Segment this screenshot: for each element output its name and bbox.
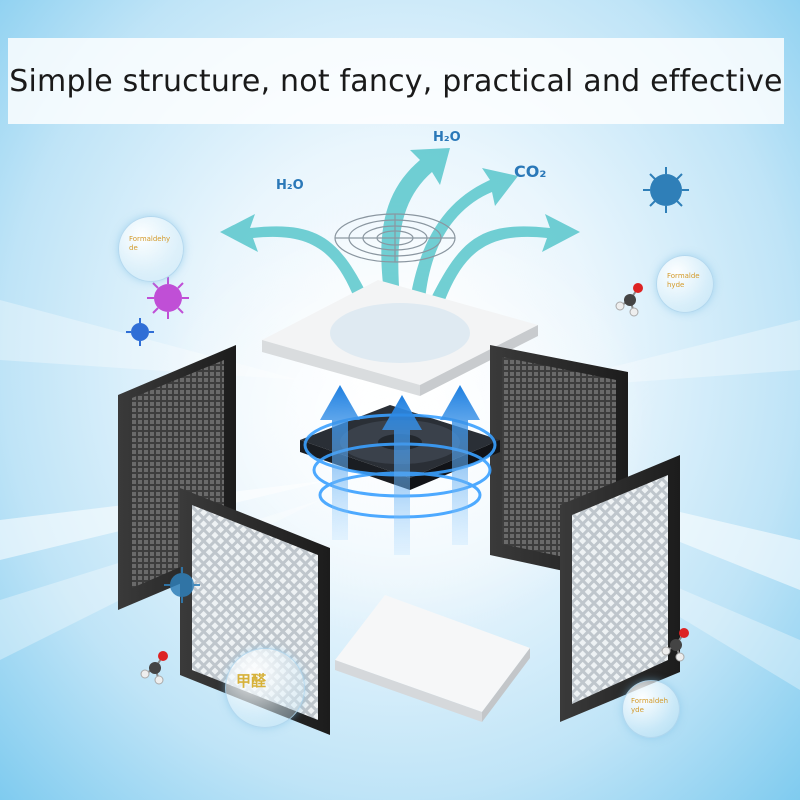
airflow-arrows <box>220 148 580 300</box>
filter-front-right <box>560 455 680 722</box>
virus-icon <box>126 167 689 603</box>
arrow-up-icon <box>320 385 480 555</box>
h2o-label-left: H₂O <box>276 178 304 193</box>
fan-guard <box>334 213 456 263</box>
molecule-icon <box>140 283 689 685</box>
bubble-label: 甲醛 <box>236 672 267 690</box>
h2o-label-top: H₂O <box>433 130 461 145</box>
formaldehyde-bubble-right: Formalde hyde <box>656 255 714 313</box>
bottom-tray <box>335 595 530 722</box>
headline-text: Simple structure, not fancy, practical a… <box>9 63 783 99</box>
bubble-label: Formaldeh yde <box>631 697 669 714</box>
headline-banner: Simple structure, not fancy, practical a… <box>8 38 784 124</box>
formaldehyde-bubble-top-left: Formaldehy de <box>118 216 184 282</box>
top-cover-plate <box>262 280 538 396</box>
bubble-label: Formaldehy de <box>129 235 171 252</box>
formaldehyde-bubble-bottom-right: Formaldeh yde <box>622 680 680 738</box>
co2-label: CO₂ <box>514 162 547 181</box>
formaldehyde-bubble-bottom-left: 甲醛 <box>225 648 305 728</box>
bubble-label: Formalde hyde <box>667 272 700 289</box>
